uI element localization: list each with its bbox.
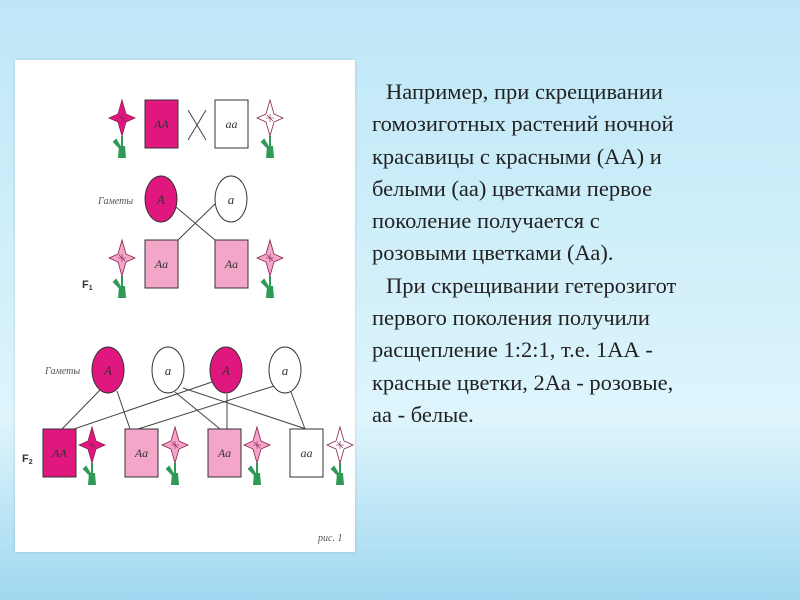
parent-aa-recessive-box-label: aa xyxy=(226,117,238,131)
gamete-circle-label: a xyxy=(165,363,172,378)
parent-aa-recessive-box xyxy=(214,99,249,149)
text-line: аа - белые. xyxy=(372,401,474,427)
f2-label: F2 xyxy=(22,453,33,466)
f2-box-label: Aa xyxy=(217,446,231,460)
gamete-circle xyxy=(151,346,185,394)
text-line: первого поколения получили xyxy=(372,305,650,331)
parent-aa-dominant-box xyxy=(144,99,179,149)
text-line: расщепление 1:2:1, т.е. 1АА - xyxy=(372,337,653,363)
f1-box-label: Aa xyxy=(154,257,168,271)
flower-icon xyxy=(326,425,354,486)
f2-box-label: aa xyxy=(301,446,313,460)
flower-icon xyxy=(243,425,271,486)
gametes-label-1: Гаметы xyxy=(97,196,133,207)
gamete-circle xyxy=(268,346,302,394)
text-line: поколение получается с xyxy=(372,208,600,234)
explanation-text: Например, при скрещивании гомозиготных р… xyxy=(372,76,792,431)
gamete-circle xyxy=(91,346,125,394)
flower-icon xyxy=(78,425,106,486)
gamete-circle-label: a xyxy=(228,192,235,207)
gamete-circle xyxy=(144,175,178,223)
f2-box xyxy=(42,428,77,478)
flower-icon xyxy=(108,238,136,299)
f2-box-label: Aa xyxy=(134,446,148,460)
text-line: гомозиготных растений ночной xyxy=(372,111,674,137)
parent-aa-dominant-box-label: AA xyxy=(153,117,169,131)
gamete-circle xyxy=(214,175,248,223)
figure-caption: рис. 1 xyxy=(317,533,342,544)
f1-label: F1 xyxy=(82,279,93,292)
text-line: Например, при скрещивании xyxy=(386,79,663,104)
flower-icon xyxy=(161,425,189,486)
text-line: красавицы с красными (АА) и xyxy=(372,143,662,169)
f2-box xyxy=(289,428,324,478)
gametes-label-2: Гаметы xyxy=(44,366,80,377)
f1-box-label: Aa xyxy=(224,257,238,271)
flower-icon xyxy=(108,98,136,159)
text-line: белыми (аа) цветками первое xyxy=(372,175,653,201)
flower-icon xyxy=(256,238,284,299)
text-line: При скрещивании гетерозигот xyxy=(386,272,677,298)
flower-icon xyxy=(256,98,284,159)
f2-box xyxy=(207,428,242,478)
gamete-circle-label: A xyxy=(103,363,112,378)
f2-box xyxy=(124,428,159,478)
f1-box xyxy=(144,239,179,289)
gamete-circle-label: A xyxy=(156,192,165,207)
gamete-circle xyxy=(209,346,243,394)
gamete-circle-label: a xyxy=(282,363,289,378)
text-line: розовыми цветками (Аа). xyxy=(372,240,614,266)
gamete-circle-label: A xyxy=(221,363,230,378)
cross-lines xyxy=(61,109,307,430)
text-line: красные цветки, 2Аа - розовые, xyxy=(372,369,674,395)
f2-box-label: AA xyxy=(51,446,67,460)
f1-box xyxy=(214,239,249,289)
